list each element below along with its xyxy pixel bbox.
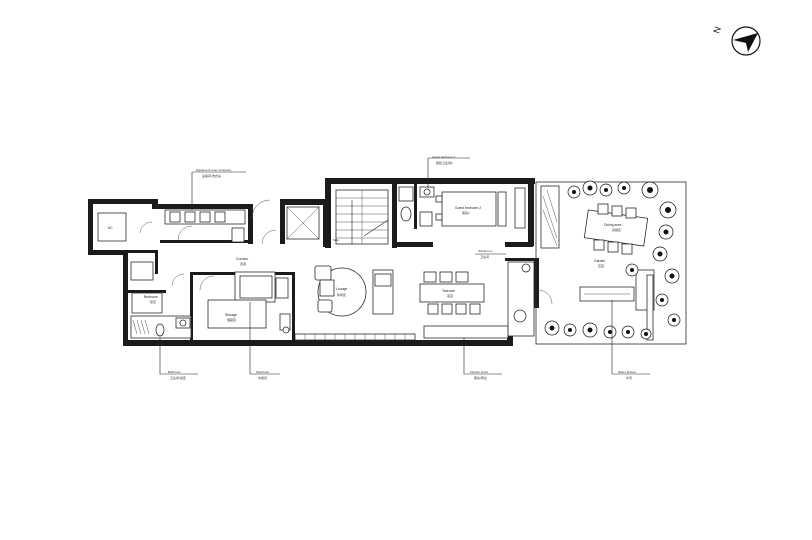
room-label-storage: Storage [225, 313, 237, 317]
room-label-corridor-cn: 走廊 [240, 261, 246, 266]
room-label-bedroom: Bedroom [144, 295, 158, 299]
callout-water-feature-label: Water feature [618, 370, 636, 374]
room-label-storage-cn: 储藏室 [227, 317, 236, 322]
exterior-walls [88, 178, 539, 346]
room-label-tearoom-cn: 茶室 [447, 293, 453, 298]
callout-kitchen-label: Kitchen & bar [470, 370, 488, 374]
callout-bathroom-label-cn: 卫生间/浴室 [170, 375, 186, 380]
north-label: N [711, 25, 723, 35]
callout-wardrobe: Wardrobe 衣帽间 [249, 302, 280, 380]
bedroom: Bedroom 卧室 [130, 261, 185, 314]
guest-bedroom: Guest bedroom 2 客卧2 [435, 187, 526, 229]
room-label-garden: Garden [594, 259, 605, 263]
kitchen-counter [294, 333, 416, 341]
room-label-dining: Dining area [604, 223, 621, 227]
callout-kitchen-label-cn: 厨房/吧台 [474, 375, 487, 380]
callout-guest-bath: Guest bedroom 2 客卧卫生间2 [427, 155, 470, 188]
room-label-garden-cn: 花园 [598, 263, 604, 268]
callout-equipment-label: Equipment room & laundry [196, 168, 232, 172]
callout-washroom-label-cn: 卫生间 [480, 254, 489, 259]
plants [544, 180, 681, 340]
callout-guest-bath-label-cn: 客卧卫生间2 [436, 160, 453, 165]
equipment-room [164, 199, 277, 245]
callout-guest-bath-label: Guest bedroom 2 [432, 155, 456, 159]
kitchen-bar [507, 261, 553, 337]
wardrobe [239, 275, 291, 334]
callout-wardrobe-label: Wardrobe [256, 370, 269, 374]
room-label-dining-cn: 就餐区 [612, 227, 621, 232]
lounge: Lounge 休闲区 [314, 265, 394, 317]
callout-bathroom: Bathroom 卫生间/浴室 [159, 338, 198, 380]
callout-equipment-label-cn: 设备间/洗衣房 [202, 173, 221, 178]
label-side: Side [333, 238, 339, 242]
north-arrow-icon: N [711, 25, 761, 56]
callout-water-feature: Water feature 水景 [611, 300, 650, 380]
callout-washroom-label: Washroom [478, 249, 493, 253]
callout-water-feature-label-cn: 水景 [626, 375, 632, 380]
callout-equipment: Equipment room & laundry 设备间/洗衣房 [191, 168, 246, 210]
ac-room: AC [97, 212, 153, 242]
storage-room: Storage 储藏室 [199, 275, 267, 329]
room-label-guest-bedroom: Guest bedroom 2 [455, 206, 481, 210]
bathroom [130, 315, 192, 339]
staircase: Side [333, 189, 389, 245]
room-label-guest-bedroom-cn: 客卧2 [462, 210, 470, 215]
tearoom: Tearoom 茶室 [419, 271, 509, 339]
garden: Dining area 就餐区 Garden 花园 [535, 180, 687, 345]
elevator [286, 206, 320, 240]
room-label-corridor: Corridor [236, 257, 249, 261]
room-label-lounge: Lounge [336, 287, 347, 291]
callout-wardrobe-label-cn: 衣帽间 [258, 375, 267, 380]
room-label-ac: AC [108, 226, 113, 230]
room-label-tearoom: Tearoom [442, 289, 455, 293]
guest-bathroom [398, 186, 435, 227]
room-label-lounge-cn: 休闲区 [337, 292, 346, 297]
room-label-bedroom-cn: 卧室 [150, 299, 156, 304]
callout-washroom: Washroom 卫生间 [475, 249, 506, 259]
callout-kitchen: Kitchen & bar 厨房/吧台 [463, 338, 502, 380]
callout-bathroom-label: Bathroom [168, 370, 182, 374]
